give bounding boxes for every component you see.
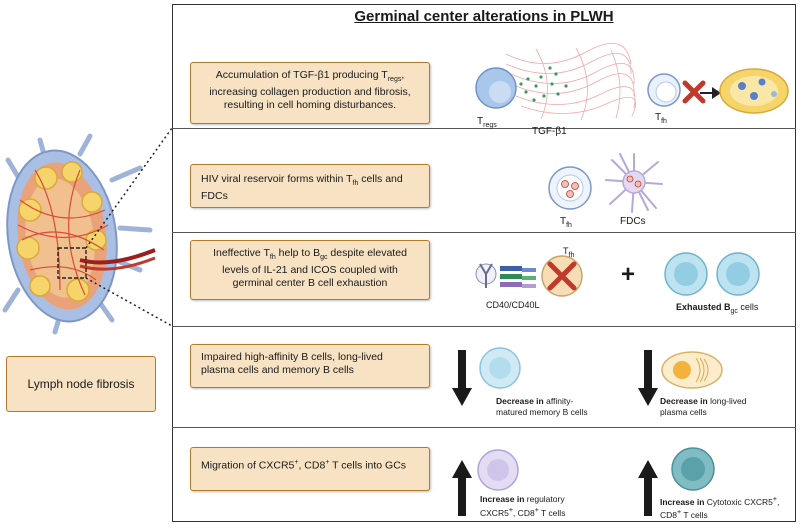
down-arrow-icon — [638, 350, 658, 406]
tregs-collagen-illustration — [475, 43, 637, 121]
lymph-node-illustration — [2, 133, 156, 335]
plasma-cell-icon — [661, 351, 723, 389]
memory-b-cell-icon — [479, 347, 521, 389]
up-arrow-icon — [638, 460, 658, 516]
plus-sign: + — [621, 261, 636, 288]
row5-text-box: Migration of CXCR5+, CD8+ T cells into G… — [190, 447, 430, 491]
cd40-cd40l-label: CD40/CD40L — [486, 300, 540, 310]
fdc-cell-icon — [605, 153, 663, 213]
exhausted-bgc-cells-icon — [664, 252, 760, 296]
down-arrow-icon — [452, 350, 472, 406]
regulatory-cd8-cell-icon — [477, 449, 519, 491]
row3-text-box: Ineffective Tfh help to Bgc despite elev… — [190, 240, 430, 300]
increase-regulatory-label: Increase in regulatory CXCR5+, CD8+ T ce… — [480, 494, 566, 518]
row-separator — [172, 232, 796, 233]
tregs-label: Tregs — [477, 116, 497, 129]
lymph-node-fibrosis-label: Lymph node fibrosis — [6, 356, 156, 412]
row-separator — [172, 128, 796, 129]
diagram-title: Germinal center alterations in PLWH — [354, 8, 614, 25]
blocked-cross-icon — [682, 80, 706, 104]
row2-text-box: HIV viral reservoir forms within Tfh cel… — [190, 164, 430, 208]
row-separator — [172, 326, 796, 327]
exhausted-bgc-label: Exhausted Bgc cells — [676, 302, 759, 315]
tfh-label: Tfh — [655, 112, 667, 125]
increase-cytotoxic-label: Increase in Cytotoxic CXCR5+, CD8+ T cel… — [660, 495, 780, 521]
arrow-right-icon — [700, 87, 721, 99]
germinal-center-follicle-icon — [719, 68, 789, 114]
fdcs-label: FDCs — [620, 216, 646, 227]
row4-text-box: Impaired high-affinity B cells, long-liv… — [190, 344, 430, 388]
row1-text-box: Accumulation of TGF-β1 producing Tregs, … — [190, 62, 430, 124]
tfh-bgc-synapse-illustration — [475, 255, 583, 297]
tfh-cell-icon — [647, 73, 681, 107]
cytotoxic-cd8-cell-icon — [671, 447, 715, 491]
up-arrow-icon — [452, 460, 472, 516]
tfh-label: Tfh — [563, 246, 575, 259]
tfh-hiv-cell-icon — [548, 166, 592, 210]
decrease-memory-b-label: Decrease in affinity-matured memory B ce… — [496, 396, 588, 417]
diagram-panel — [172, 4, 796, 522]
row-separator — [172, 427, 796, 428]
decrease-plasma-cells-label: Decrease in long-lived plasma cells — [660, 396, 747, 417]
tfh-label: Tfh — [560, 216, 572, 229]
tgf-beta1-label: TGF-β1 — [532, 126, 567, 137]
